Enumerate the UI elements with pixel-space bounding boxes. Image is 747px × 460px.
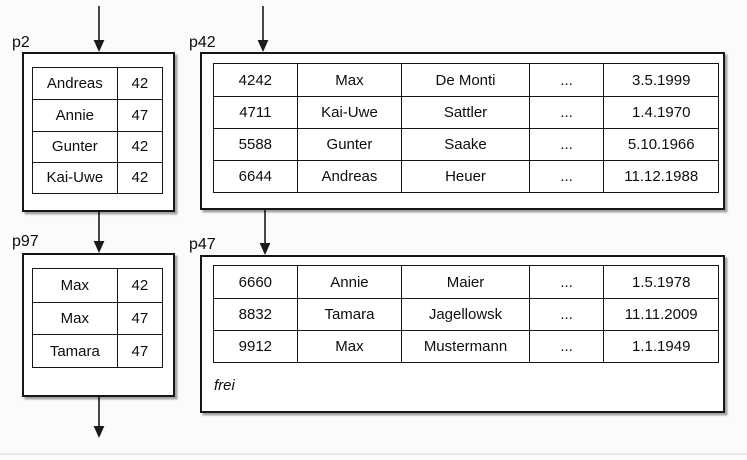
page-label-p2: p2 bbox=[12, 34, 30, 51]
table-cell: ... bbox=[528, 64, 604, 96]
table-cell: Sattler bbox=[401, 96, 529, 128]
table-cell: Jagellowsk bbox=[401, 298, 529, 330]
table-cell: Heuer bbox=[401, 160, 529, 192]
table-cell: 9912 bbox=[214, 330, 297, 362]
table-cell: De Monti bbox=[401, 64, 529, 96]
table-cell: 42 bbox=[116, 130, 162, 162]
table-cell: ... bbox=[528, 160, 604, 192]
table-cell: ... bbox=[528, 298, 604, 330]
table-cell: 47 bbox=[116, 334, 162, 367]
table-cell: Max bbox=[60, 276, 90, 294]
table-cell: Annie bbox=[33, 99, 117, 130]
table-cell: Max bbox=[296, 64, 402, 96]
table-cell: 42 bbox=[116, 161, 162, 193]
table-cell: 6660 bbox=[238, 273, 273, 291]
table-cell: 8832 bbox=[214, 298, 297, 330]
arrow-into-p2 bbox=[93, 6, 105, 52]
arrow-p97-down bbox=[93, 397, 105, 438]
arrow-into-p42 bbox=[257, 6, 269, 52]
table-cell: Andreas bbox=[296, 160, 402, 192]
footer-divider bbox=[0, 453, 747, 455]
table-cell: 1.1.1949 bbox=[603, 330, 718, 362]
table-cell: 47 bbox=[116, 99, 162, 131]
table-cell: 4242 bbox=[238, 71, 273, 89]
table-cell: Max bbox=[33, 301, 117, 335]
table-cell: 42 bbox=[116, 269, 162, 302]
page-label-p47: p47 bbox=[189, 236, 216, 253]
table-cell: Annie bbox=[296, 266, 402, 298]
page-label-p42: p42 bbox=[189, 34, 216, 51]
free-space-label: frei bbox=[214, 377, 235, 394]
table-cell: Saake bbox=[401, 128, 529, 160]
table-cell: Andreas bbox=[46, 75, 103, 93]
arrow-p2-to-p97 bbox=[93, 212, 105, 253]
table-cell: Tamara bbox=[296, 298, 402, 330]
table-cell: Gunter bbox=[33, 130, 117, 162]
table-cell: ... bbox=[528, 266, 604, 298]
table-cell: 11.12.1988 bbox=[603, 160, 718, 192]
table-cell: Kai-Uwe bbox=[296, 96, 402, 128]
table-cell: 42 bbox=[116, 68, 162, 100]
table-cell: 1.4.1970 bbox=[603, 96, 718, 128]
table-cell: 5.10.1966 bbox=[603, 128, 718, 160]
table-cell: 4711 bbox=[214, 96, 297, 128]
table-cell: ... bbox=[528, 330, 604, 362]
table-cell: Mustermann bbox=[401, 330, 529, 362]
table-cell: Kai-Uwe bbox=[33, 161, 117, 193]
table-cell: 47 bbox=[116, 301, 162, 335]
table-cell: Tamara bbox=[33, 334, 117, 367]
page-label-p97: p97 bbox=[12, 233, 39, 250]
table-cell: ... bbox=[528, 96, 604, 128]
table-cell: 3.5.1999 bbox=[603, 64, 718, 96]
table-cell: Gunter bbox=[296, 128, 402, 160]
arrow-p42-to-p47 bbox=[259, 210, 271, 255]
table-cell: Max bbox=[296, 330, 402, 362]
table-cell: 1.5.1978 bbox=[603, 266, 718, 298]
table-cell: 11.11.2009 bbox=[603, 298, 718, 330]
table-cell: 5588 bbox=[214, 128, 297, 160]
table-cell: ... bbox=[528, 128, 604, 160]
table-cell: Maier bbox=[401, 266, 529, 298]
table-cell: 6644 bbox=[214, 160, 297, 192]
